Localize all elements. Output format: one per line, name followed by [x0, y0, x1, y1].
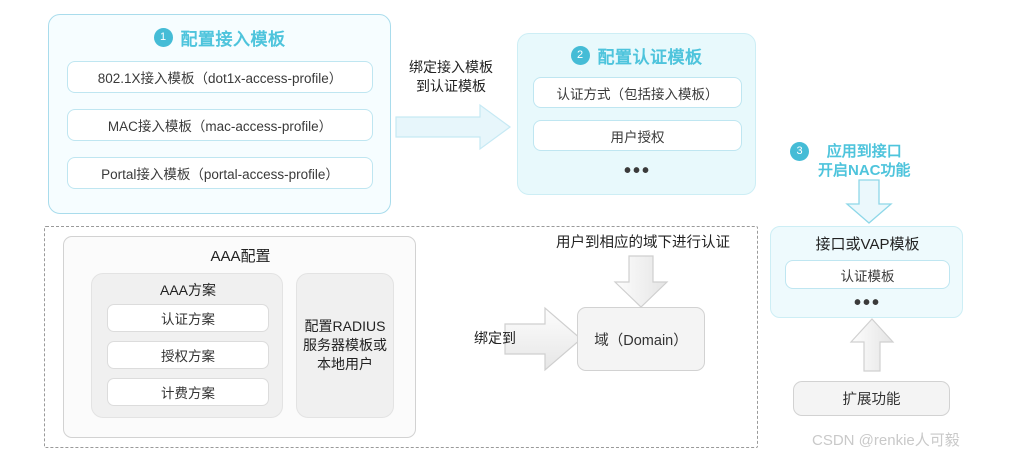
- aaa-scheme-group: AAA方案 认证方案 授权方案 计费方案: [91, 273, 283, 418]
- interface-vap-auth-template-label: 认证模板: [840, 268, 895, 284]
- arrow-right-icon-step1-step2: [395, 103, 512, 151]
- step2-header: 2 配置认证模板: [518, 43, 755, 68]
- domain-top-label: 用户到相应的域下进行认证: [556, 235, 730, 251]
- aaa-scheme-accounting-label: 计费方案: [161, 386, 215, 401]
- aaa-domain-dashed-region: [44, 226, 758, 448]
- extend-function-label: 扩展功能: [842, 392, 901, 408]
- interface-vap-auth-template[interactable]: 认证模板: [785, 260, 950, 289]
- step2-item-auth-method-label: 认证方式（包括接入模板）: [556, 86, 719, 102]
- aaa-scheme-authorization-label: 授权方案: [161, 349, 215, 364]
- bind-to-label: 绑定到: [474, 330, 516, 346]
- aaa-config-box: AAA配置 AAA方案 认证方案 授权方案 计费方案 配置RADIUS 服务器模…: [63, 236, 416, 438]
- step3-title-line2: 开启NAC功能: [818, 162, 911, 179]
- arrow-down-icon-step3: [845, 179, 893, 224]
- aaa-scheme-authorization[interactable]: 授权方案: [107, 341, 269, 369]
- extend-function-box[interactable]: 扩展功能: [793, 381, 950, 416]
- step2-item-user-authz-label: 用户授权: [610, 129, 665, 145]
- step2-panel: 2 配置认证模板 认证方式（包括接入模板） 用户授权 •••: [517, 33, 756, 195]
- step1-title: 配置接入模板: [180, 30, 286, 49]
- aaa-scheme-accounting[interactable]: 计费方案: [107, 378, 269, 406]
- watermark-text: CSDN @renkie人可毅: [812, 432, 960, 449]
- step1-item-mac-label: MAC接入模板（mac-access-profile）: [107, 119, 333, 134]
- step1-item-portal-label: Portal接入模板（portal-access-profile）: [101, 167, 339, 182]
- step1-item-dot1x-label: 802.1X接入模板（dot1x-access-profile）: [97, 71, 343, 86]
- arrow-down-icon-to-domain: [613, 255, 669, 308]
- aaa-scheme-authentication[interactable]: 认证方案: [107, 304, 269, 332]
- aaa-radius-line3: 本地用户: [317, 356, 373, 372]
- bind-access-to-auth-line2: 到认证模板: [416, 78, 486, 94]
- bind-access-to-auth-line1: 绑定接入模板: [409, 59, 493, 75]
- step3-header: 3 应用到接口 开启NAC功能: [790, 142, 950, 180]
- domain-box-label: 域（Domain）: [594, 332, 688, 349]
- bind-access-to-auth-label: 绑定接入模板 到认证模板: [392, 58, 510, 96]
- step2-item-user-authz[interactable]: 用户授权: [533, 120, 742, 151]
- step2-ellipsis: •••: [623, 160, 651, 182]
- step1-panel: 1 配置接入模板 802.1X接入模板（dot1x-access-profile…: [48, 14, 391, 214]
- arrow-right-icon-bind-to-domain: [504, 306, 583, 372]
- step2-item-auth-method[interactable]: 认证方式（包括接入模板）: [533, 77, 742, 108]
- step3-badge: 3: [790, 142, 809, 161]
- domain-box[interactable]: 域（Domain）: [577, 307, 705, 371]
- step1-item-dot1x[interactable]: 802.1X接入模板（dot1x-access-profile）: [67, 61, 373, 93]
- step1-badge: 1: [153, 28, 173, 47]
- aaa-scheme-group-title: AAA方案: [159, 282, 216, 298]
- step1-item-portal[interactable]: Portal接入模板（portal-access-profile）: [67, 157, 373, 189]
- interface-vap-title: 接口或VAP模板: [815, 236, 920, 253]
- step1-header: 1 配置接入模板: [49, 25, 390, 50]
- aaa-radius-line1: 配置RADIUS: [304, 318, 386, 334]
- step1-item-mac[interactable]: MAC接入模板（mac-access-profile）: [67, 109, 373, 141]
- step3-title-line1: 应用到接口: [826, 143, 902, 160]
- aaa-radius-box[interactable]: 配置RADIUS 服务器模板或 本地用户: [296, 273, 394, 418]
- arrow-up-icon-extend: [849, 318, 895, 372]
- aaa-scheme-authentication-label: 认证方案: [161, 312, 215, 327]
- interface-vap-panel: 接口或VAP模板 认证模板 •••: [770, 226, 963, 318]
- step2-badge: 2: [570, 46, 590, 65]
- interface-vap-ellipsis: •••: [853, 292, 881, 314]
- aaa-config-title: AAA配置: [210, 248, 271, 265]
- step2-title: 配置认证模板: [597, 48, 703, 67]
- aaa-radius-line2: 服务器模板或: [303, 337, 387, 353]
